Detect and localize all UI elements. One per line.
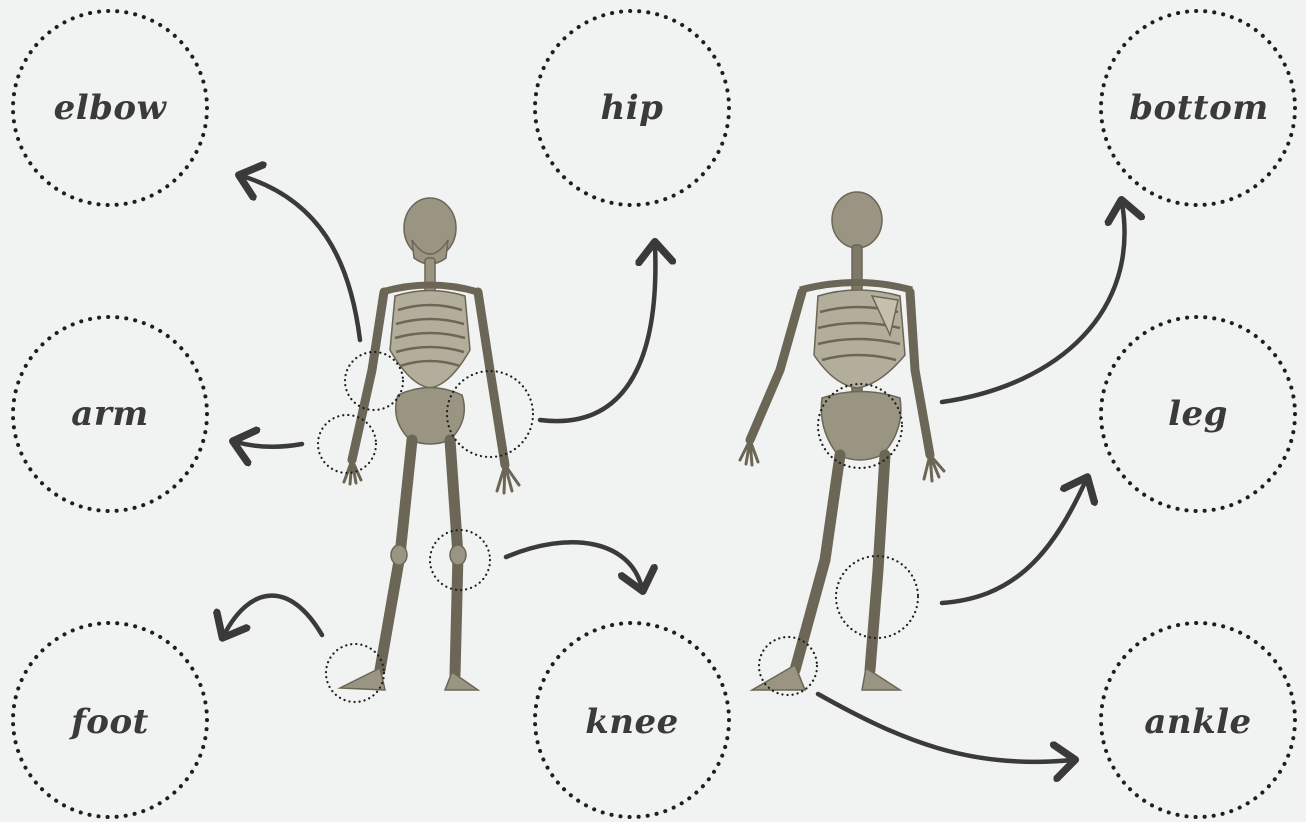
joint-circle-arm (318, 415, 376, 473)
arrow-to-bottom (942, 203, 1125, 402)
knee-label: knee (585, 702, 679, 742)
skeleton-front-illustration (340, 198, 519, 690)
arrow-to-leg (942, 480, 1086, 603)
elbow-label: elbow (54, 88, 167, 128)
arrow-to-hip (540, 245, 655, 421)
arrow-to-foot (224, 596, 322, 635)
ankle-label: ankle (1144, 702, 1251, 742)
arrow-to-arm (236, 442, 302, 447)
skeleton-back-illustration (740, 192, 944, 690)
leg-label: leg (1168, 394, 1228, 434)
arrow-to-ankle (818, 694, 1072, 762)
bottom-label: bottom (1129, 88, 1269, 128)
foot-label: foot (71, 702, 149, 742)
arrow-to-knee (506, 542, 642, 588)
arm-label: arm (71, 394, 148, 434)
hip-label: hip (601, 88, 664, 128)
arrow-to-elbow (242, 176, 360, 340)
